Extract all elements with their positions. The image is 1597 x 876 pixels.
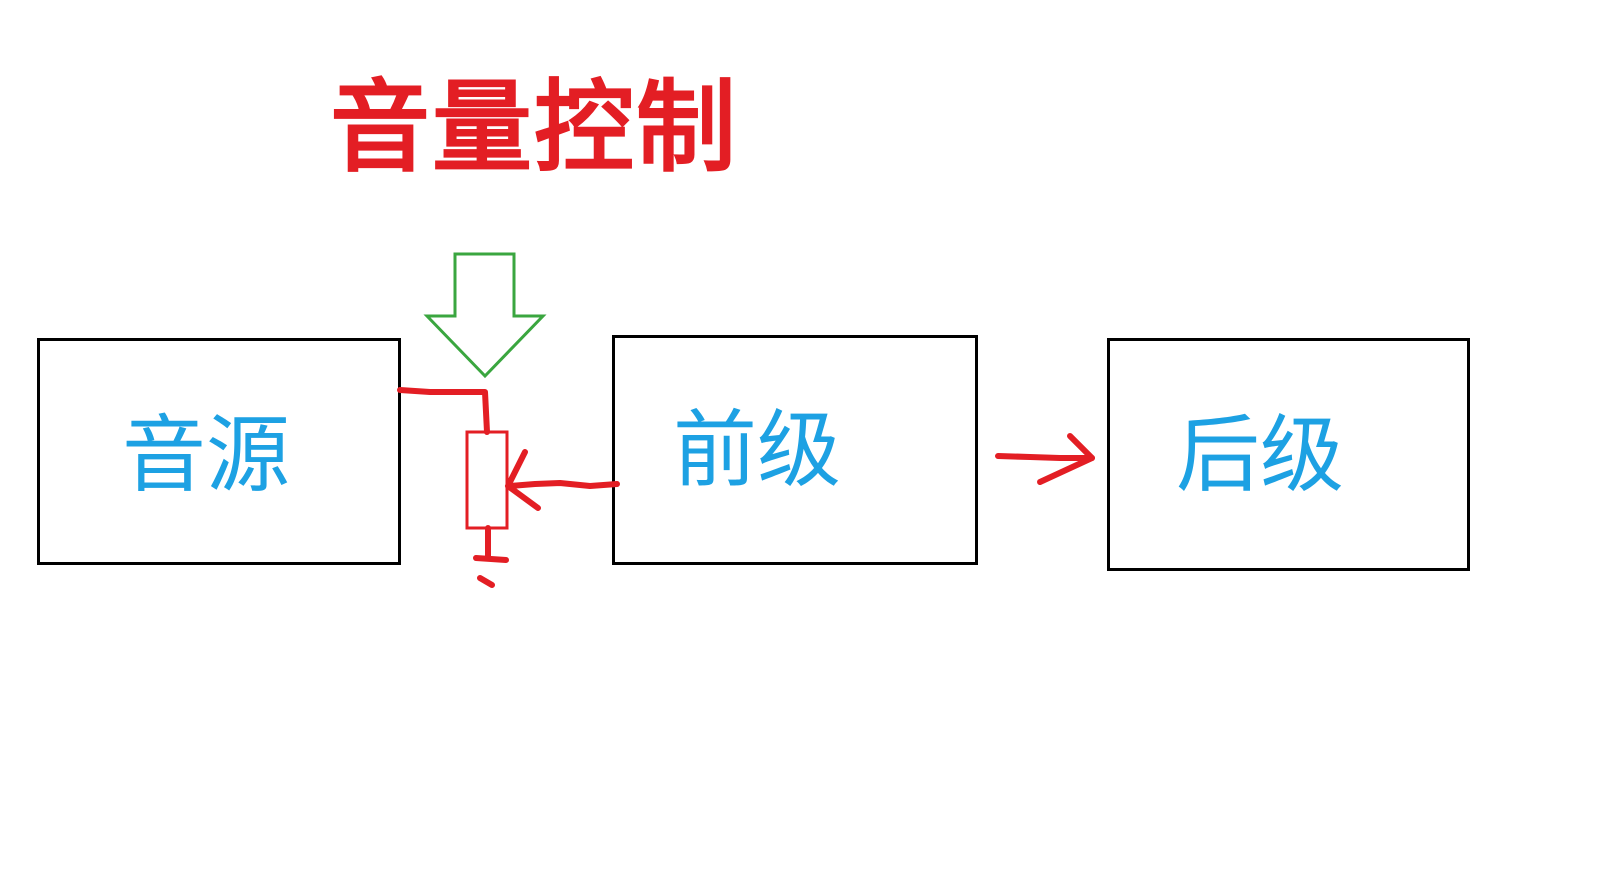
poweramp-block: 后级 xyxy=(1107,338,1470,571)
source-label: 音源 xyxy=(122,406,291,504)
diagram-title: 音量控制 xyxy=(330,69,738,186)
wiper-arrowhead xyxy=(505,449,541,511)
source-to-pot-wire xyxy=(397,387,490,435)
pot-ground-lead xyxy=(473,525,509,588)
preamp-to-poweramp-arrow xyxy=(995,453,1095,461)
down-arrow-outline-icon xyxy=(423,252,547,379)
wiper-to-preamp-wire xyxy=(507,480,620,489)
potentiometer-icon xyxy=(465,430,509,530)
preamp-label: 前级 xyxy=(673,401,842,499)
preamp-block: 前级 xyxy=(612,335,978,565)
preamp-to-poweramp-arrowhead xyxy=(1037,433,1095,485)
poweramp-label: 后级 xyxy=(1176,406,1345,504)
source-block: 音源 xyxy=(37,338,401,565)
